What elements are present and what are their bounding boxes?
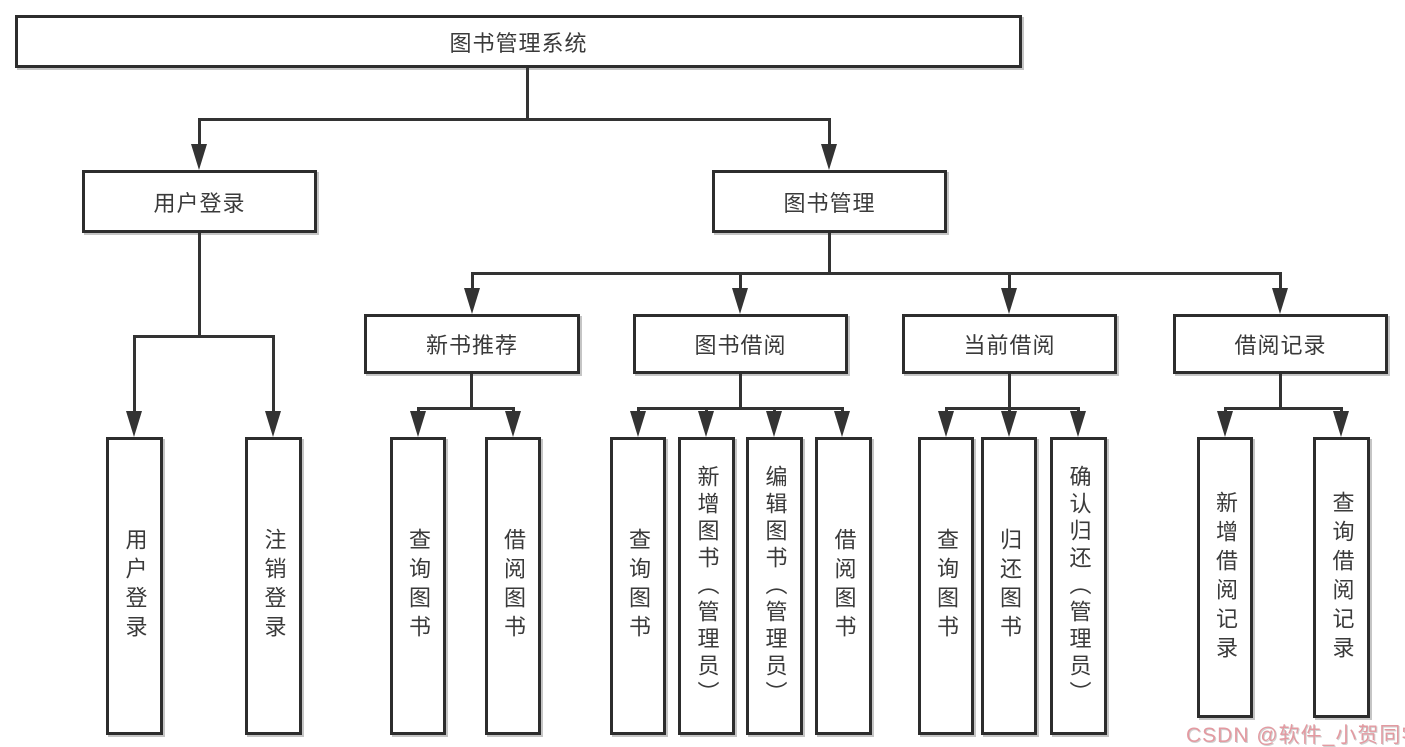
- arrow-to-leaf-logout: [265, 411, 281, 437]
- node-user-login: 用户登录: [82, 170, 317, 233]
- connector-book-borrow-split: [637, 407, 844, 410]
- arrow-bb-leaf2: [698, 411, 714, 437]
- connector-current-borrow-stem: [1008, 374, 1011, 407]
- node-leaf-query-books-recommend: 查询图书: [390, 437, 446, 735]
- connector-book-mgmt-stem: [828, 233, 831, 272]
- connector-to-book-mgmt: [828, 118, 831, 146]
- connector-borrow-records-stem: [1279, 374, 1282, 407]
- arrow-bb-leaf3: [766, 411, 782, 437]
- node-leaf-edit-books-admin: 编辑图书（管理员）: [746, 437, 803, 735]
- connector-root-stem: [526, 68, 529, 118]
- connector-book-borrow-stem: [739, 374, 742, 407]
- connector-current-borrow-split: [945, 407, 1080, 410]
- connector-bb-leaf4: [841, 407, 844, 411]
- arrow-nb-leaf1: [410, 411, 426, 437]
- connector-br-leaf2: [1340, 407, 1343, 411]
- node-leaf-borrow-books-recommend: 借阅图书: [485, 437, 541, 735]
- node-leaf-borrow-books: 借阅图书: [815, 437, 872, 735]
- connector-cb-leaf3: [1077, 407, 1080, 411]
- arrow-cb-leaf2: [1001, 411, 1017, 437]
- arrow-br-leaf2: [1333, 411, 1349, 437]
- node-leaf-return-books: 归还图书: [981, 437, 1037, 735]
- node-book-management: 图书管理: [712, 170, 947, 233]
- csdn-watermark: CSDN @软件_小贺同学: [1186, 724, 1405, 747]
- connector-nb-leaf2: [512, 407, 515, 411]
- connector-bb-leaf2: [705, 407, 708, 411]
- arrow-cb-leaf1: [938, 411, 954, 437]
- connector-nb-leaf1: [417, 407, 420, 411]
- node-leaf-user-login: 用户登录: [106, 437, 163, 735]
- connector-borrow-records-split: [1224, 407, 1342, 410]
- connector-br-leaf1: [1224, 407, 1227, 411]
- node-leaf-query-borrow-record: 查询借阅记录: [1313, 437, 1370, 718]
- arrow-to-user-login: [191, 144, 207, 170]
- arrow-to-current-borrow: [1001, 288, 1017, 314]
- arrow-br-leaf1: [1217, 411, 1233, 437]
- arrow-bb-leaf1: [630, 411, 646, 437]
- arrow-to-new-book: [464, 288, 480, 314]
- arrow-to-leaf-user-login: [126, 411, 142, 437]
- node-root-library-system: 图书管理系统: [15, 15, 1022, 68]
- node-book-borrowing: 图书借阅: [633, 314, 848, 374]
- connector-book-mgmt-split: [471, 272, 1281, 275]
- node-leaf-add-borrow-record: 新增借阅记录: [1197, 437, 1253, 718]
- connector-to-user-login: [198, 118, 201, 146]
- connector-root-split: [198, 118, 831, 121]
- arrow-bb-leaf4: [834, 411, 850, 437]
- node-leaf-query-books-current: 查询图书: [918, 437, 974, 735]
- connector-to-book-borrow: [739, 272, 742, 288]
- node-new-book-recommend: 新书推荐: [364, 314, 580, 374]
- arrow-nb-leaf2: [505, 411, 521, 437]
- connector-user-login-stem: [198, 233, 201, 335]
- connector-to-leaf-user-login: [133, 335, 136, 411]
- arrow-cb-leaf3: [1070, 411, 1086, 437]
- connector-new-book-split: [417, 407, 514, 410]
- node-leaf-add-books-admin: 新增图书（管理员）: [678, 437, 735, 735]
- connector-to-borrow-records: [1279, 272, 1282, 288]
- connector-cb-leaf1: [945, 407, 948, 411]
- node-leaf-confirm-return-admin: 确认归还（管理员）: [1050, 437, 1107, 735]
- connector-to-current-borrow: [1008, 272, 1011, 288]
- connector-to-new-book: [471, 272, 474, 288]
- connector-user-login-split: [133, 335, 274, 338]
- connector-new-book-stem: [470, 374, 473, 407]
- arrow-to-book-borrow: [732, 288, 748, 314]
- node-borrowing-records: 借阅记录: [1173, 314, 1388, 374]
- connector-cb-leaf2: [1008, 407, 1011, 411]
- node-leaf-query-books-borrow: 查询图书: [610, 437, 666, 735]
- connector-bb-leaf1: [637, 407, 640, 411]
- arrow-to-book-mgmt: [821, 144, 837, 170]
- node-current-borrowing: 当前借阅: [902, 314, 1117, 374]
- connector-to-leaf-logout: [272, 335, 275, 411]
- arrow-to-borrow-records: [1272, 288, 1288, 314]
- node-leaf-logout-login: 注销登录: [245, 437, 302, 735]
- connector-bb-leaf3: [773, 407, 776, 411]
